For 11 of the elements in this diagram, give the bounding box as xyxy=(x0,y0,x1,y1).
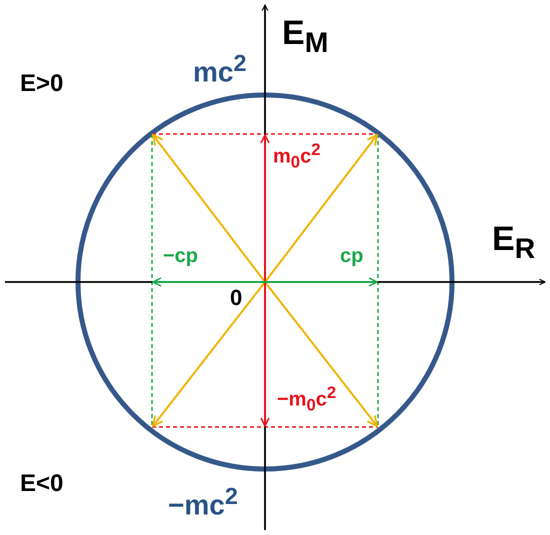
region-label: E<0 xyxy=(20,472,64,496)
energy-label: −m$_{0}$c$^{2}$ xyxy=(277,385,336,414)
momentum-label: cp xyxy=(340,246,364,266)
axis-label: E$_{M}$ xyxy=(282,16,328,58)
energy-label: m$_{0}$c$^{2}$ xyxy=(273,142,320,172)
energy-label: mc$^{2}$ xyxy=(193,52,246,86)
momentum-label: −cp xyxy=(163,246,198,266)
region-label: E>0 xyxy=(20,72,64,96)
origin-label: 0 xyxy=(230,287,242,309)
energy-label: −mc$^{2}$ xyxy=(168,485,238,520)
axis-label: E$_{R}$ xyxy=(492,222,536,264)
